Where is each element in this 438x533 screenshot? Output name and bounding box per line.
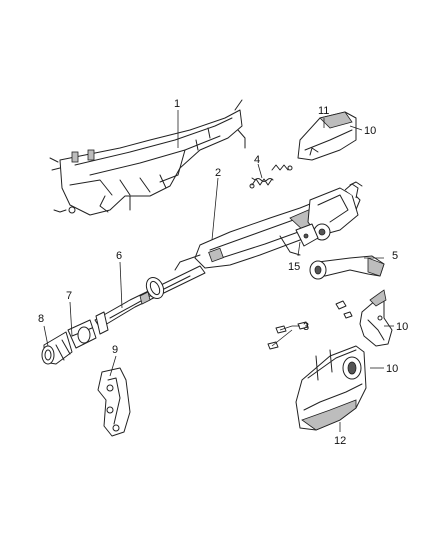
tilt-lever-part — [309, 255, 385, 280]
callout-9: 9 — [112, 344, 118, 356]
callout-labels: 1 2 3 4 5 6 7 8 9 10 10 10 11 12 15 — [38, 98, 408, 447]
callout-10-bottom: 10 — [386, 363, 398, 375]
callout-8: 8 — [38, 313, 44, 325]
upper-shroud-part — [297, 111, 357, 161]
callout-12: 12 — [334, 435, 346, 447]
mounting-bracket-part — [49, 99, 246, 216]
spring-part — [249, 164, 293, 189]
lower-shroud-small-part — [359, 289, 393, 347]
leader-lines — [43, 110, 394, 432]
intermediate-shaft-part — [94, 265, 206, 335]
callout-15: 15 — [288, 261, 300, 273]
lower-shroud-part — [295, 345, 367, 431]
callout-1: 1 — [174, 98, 180, 110]
steering-column-part — [174, 181, 363, 271]
universal-joint-part — [41, 319, 97, 365]
clip-part — [267, 300, 353, 350]
callout-10-middle: 10 — [396, 321, 408, 333]
lower-bracket-part — [97, 367, 131, 437]
callout-11: 11 — [318, 105, 329, 117]
callout-10-top: 10 — [364, 125, 376, 137]
callout-6: 6 — [116, 250, 122, 262]
callout-7: 7 — [66, 290, 72, 302]
lock-housing-part — [295, 223, 319, 247]
callout-4: 4 — [254, 154, 260, 166]
callout-5: 5 — [392, 250, 398, 262]
callout-3: 3 — [303, 321, 309, 333]
callout-2: 2 — [215, 167, 221, 179]
